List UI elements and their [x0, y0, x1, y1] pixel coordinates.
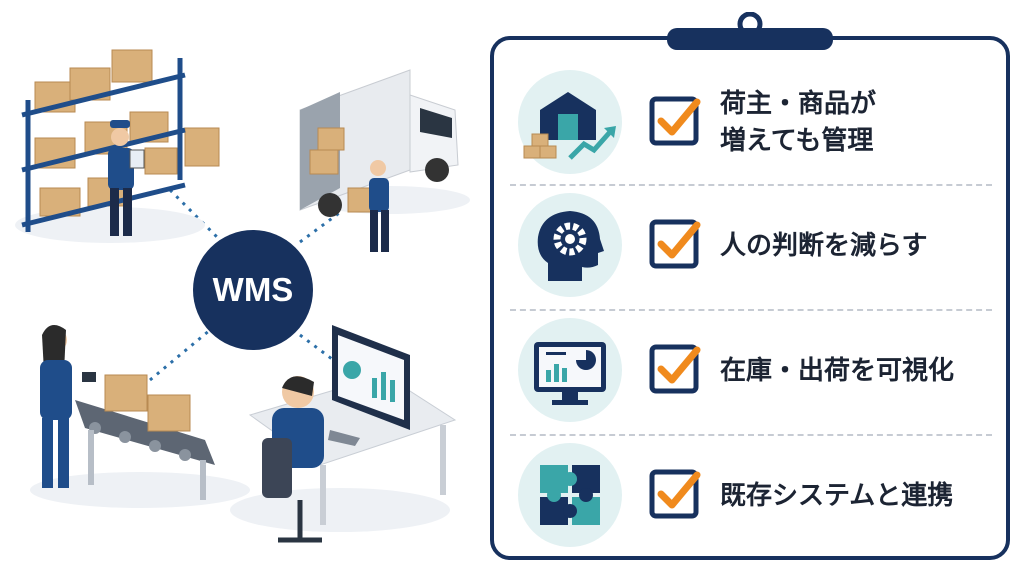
monitor-dashboard-icon: [518, 318, 622, 422]
clipboard-clip-icon: [667, 12, 833, 50]
conveyor-scene: [30, 325, 250, 508]
warehouse-illustration: [15, 49, 470, 543]
benefit-text-3: 在庫・出荷を可視化: [720, 355, 955, 386]
puzzle-icon: [518, 443, 622, 547]
shelf-scene: [15, 49, 220, 243]
benefit-text-2: 人の判断を減らす: [720, 230, 928, 261]
warehouse-growth-icon: [518, 70, 622, 174]
divider: [510, 184, 992, 186]
benefit-text-1: 荷主・商品が 増えても管理: [720, 89, 877, 156]
wms-hub: WMS: [193, 230, 313, 350]
connector-lines: [149, 188, 351, 382]
benefit-item-4: 既存システムと連携: [494, 435, 1006, 557]
check-icon: [649, 219, 701, 269]
head-gear-icon: [518, 193, 622, 297]
truck-scene: [299, 69, 470, 252]
benefit-item-1: 荷主・商品が 増えても管理: [494, 62, 1006, 184]
benefit-item-2: 人の判断を減らす: [494, 185, 1006, 307]
benefit-text-4: 既存システムと連携: [720, 480, 954, 511]
check-icon: [649, 96, 701, 146]
benefit-item-3: 在庫・出荷を可視化: [494, 310, 1006, 432]
worker-tablet: [108, 120, 145, 236]
check-icon: [649, 469, 701, 519]
check-icon: [649, 344, 701, 394]
wms-label: WMS: [212, 271, 294, 308]
desk-scene: [230, 325, 457, 543]
divider: [510, 434, 992, 436]
divider: [510, 309, 992, 311]
